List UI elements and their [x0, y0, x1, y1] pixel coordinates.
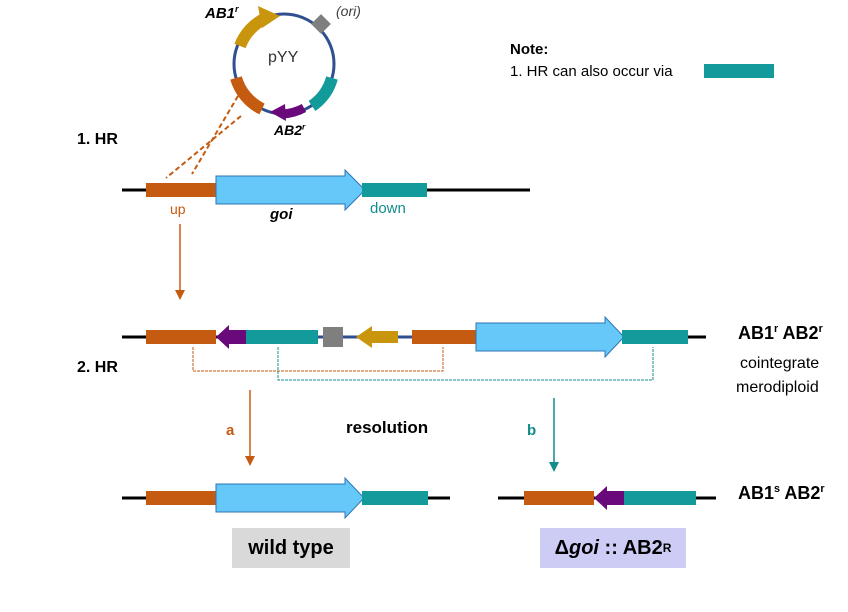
up-region-2b [412, 330, 476, 344]
note-line1: 1. HR can also occur via [510, 63, 673, 80]
goi-arrow-row2 [475, 315, 625, 359]
down-label: down [370, 200, 406, 217]
step1-label: 1. HR [77, 131, 118, 148]
ab1-arrowhead [258, 6, 280, 28]
step2-desc-1: cointegrate [740, 355, 820, 372]
chromosome-row2 [122, 315, 706, 359]
goi-label: goi [270, 206, 293, 223]
step2-desc-2: merodiploid [736, 379, 819, 396]
chromosome-row1 [122, 168, 530, 212]
ab2-arrow-row2 [216, 325, 246, 349]
down-region-2b [622, 330, 688, 344]
resolution-brackets [192, 347, 654, 381]
ori-label: (ori) [336, 3, 361, 19]
step2-genotype: AB1r AB2r [738, 323, 823, 343]
plasmid-name: pYY [268, 49, 299, 66]
plasmid-down-arc [308, 76, 338, 111]
plasmid-pyy [230, 6, 338, 121]
ab1-label: AB1r [205, 4, 239, 22]
down-region-2a [246, 330, 318, 344]
down-region [362, 183, 427, 197]
up-label: up [170, 201, 186, 217]
path-a-label: a [226, 422, 235, 439]
outcome-genotype: AB1s AB2r [738, 483, 825, 503]
crossover-lines [165, 95, 242, 179]
deletion-chromosome [498, 486, 716, 510]
plasmid-up-arc [230, 76, 265, 115]
ori-square [311, 14, 331, 34]
note-teal-swatch [704, 64, 774, 78]
ab2-arrowhead [270, 104, 286, 121]
step2-label: 2. HR [77, 359, 118, 376]
resolution-label: resolution [346, 418, 429, 437]
ab2-label: AB2r [274, 121, 306, 138]
up-region-2 [146, 330, 216, 344]
note-title: Note: [510, 41, 549, 58]
wild-type-chromosome [122, 476, 450, 520]
goi-arrow [215, 168, 366, 212]
ab1-arrow-row2 [356, 326, 398, 348]
ori-row2 [323, 327, 343, 347]
path-b-label: b [527, 422, 537, 439]
wild-type-box: wild type [232, 528, 350, 568]
up-region [146, 183, 216, 197]
